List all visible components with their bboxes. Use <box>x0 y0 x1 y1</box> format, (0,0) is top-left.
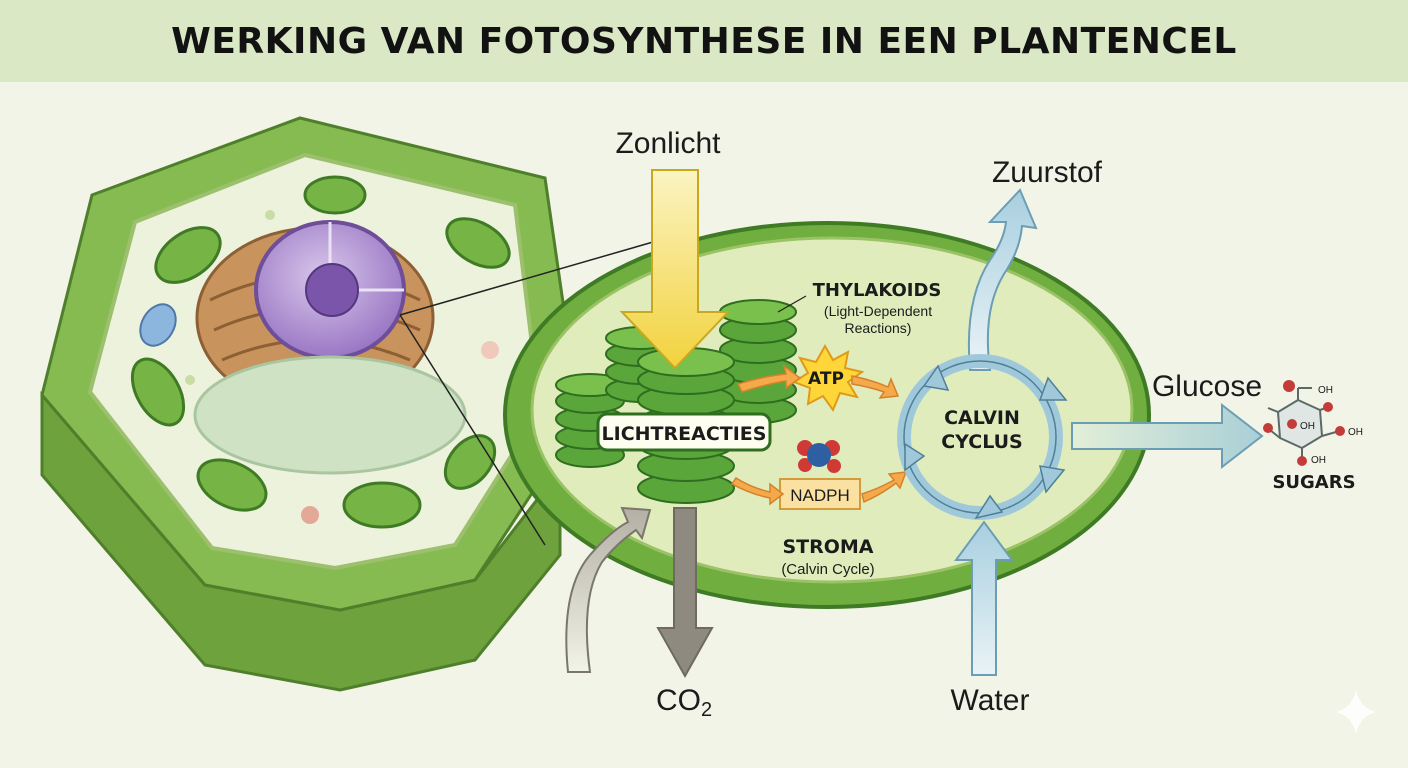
light-reactions-box <box>596 412 772 452</box>
sugars-label: SUGARS <box>1272 472 1355 493</box>
co2-label-main: CO <box>656 684 701 717</box>
sparkle-icon <box>1336 690 1376 734</box>
calvin-cycle <box>897 354 1068 520</box>
nucleolus <box>305 263 359 317</box>
oxygen-label: Zuurstof <box>992 156 1103 189</box>
calvin-label-line1: CALVIN <box>944 407 1020 429</box>
cell-chloroplasts <box>130 175 511 529</box>
zoom-line <box>399 314 546 546</box>
thylakoids-sublabel-1: (Light-Dependent <box>824 303 932 319</box>
co2-label: CO2 <box>656 684 712 721</box>
title-banner: WERKING VAN FOTOSYNTHESE IN EEN PLANTENC… <box>0 0 1408 82</box>
stroma-label: STROMA <box>782 536 873 558</box>
co2-label-sub: 2 <box>701 699 712 721</box>
atp-label: ATP <box>808 369 844 389</box>
photosynthesis-diagram: LICHTREACTIES ATP NADPH CALVIN CYCLUS <box>40 116 1376 734</box>
co2-arrow <box>565 506 714 679</box>
calvin-label-line2: CYCLUS <box>941 431 1023 453</box>
atp-burst: ATP <box>791 343 865 413</box>
thylakoids-sublabel-2: Reactions) <box>845 320 912 336</box>
sun-arrow <box>619 169 731 370</box>
oh-label: OH <box>1348 427 1363 438</box>
sugar-molecule-icon: OH OH OH OH <box>1263 380 1363 466</box>
thylakoid-stack-right <box>719 299 797 424</box>
light-reactions-label: LICHTREACTIES <box>602 423 767 445</box>
molecule-icon <box>797 440 841 473</box>
nadph-label: NADPH <box>790 486 850 505</box>
page-title: WERKING VAN FOTOSYNTHESE IN EEN PLANTENC… <box>171 20 1237 62</box>
oh-label: OH <box>1300 421 1315 432</box>
energy-arrows <box>730 364 908 506</box>
water-arrow <box>954 520 1014 676</box>
water-label: Water <box>951 684 1030 717</box>
vacuole <box>193 355 467 475</box>
plant-cell <box>40 116 582 692</box>
zoom-line <box>399 239 661 316</box>
thylakoids-leader-line <box>777 295 807 313</box>
sunlight-label: Zonlicht <box>615 127 721 160</box>
glucose-label: Glucose <box>1152 370 1262 403</box>
thylakoids-label: THYLAKOIDS <box>813 280 942 301</box>
stroma-sublabel: (Calvin Cycle) <box>781 561 874 578</box>
mitochondrion <box>139 303 177 347</box>
glucose-arrow <box>1071 402 1264 470</box>
oh-label: OH <box>1318 385 1333 396</box>
oh-label: OH <box>1311 455 1326 466</box>
oxygen-arrow <box>967 188 1038 371</box>
